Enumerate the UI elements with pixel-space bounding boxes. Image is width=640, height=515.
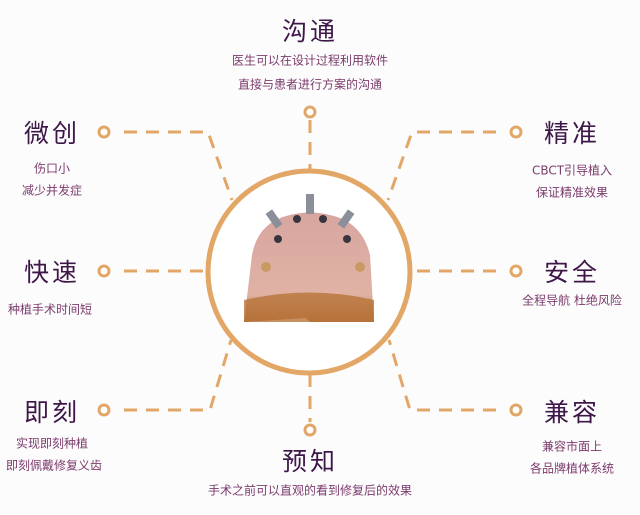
feature-desc: 兼容市面上: [541, 439, 603, 454]
dot-top: [303, 105, 317, 119]
dot-left3: [97, 403, 111, 417]
connector-right3: [387, 339, 496, 412]
feature-desc: 实现即刻种植: [15, 436, 89, 451]
feature-desc: 直接与患者进行方案的沟通: [237, 77, 383, 92]
feature-desc: 减少并发症: [21, 183, 83, 198]
connector-right1: [386, 130, 496, 201]
dot-left1: [97, 125, 111, 139]
feature-desc: 全程导航 杜绝风险: [522, 293, 622, 308]
dot-left2: [97, 264, 111, 278]
feature-desc: 即刻佩戴修复义齿: [5, 458, 103, 473]
dental-implant-guide-icon: [244, 194, 374, 322]
feature-desc: 保证精准效果: [535, 185, 609, 200]
dot-right1: [509, 125, 523, 139]
feature-title-fast: 快速: [23, 258, 81, 287]
connector-left3: [124, 339, 233, 412]
dot-right3: [509, 403, 523, 417]
feature-desc: CBCT引导植入: [531, 163, 613, 178]
feature-title-precision: 精准: [543, 119, 601, 148]
feature-title-communication: 沟通: [281, 17, 339, 46]
dot-right2: [509, 264, 523, 278]
dot-bottom: [303, 423, 317, 437]
connector-left1: [124, 130, 234, 201]
feature-desc: 各品牌植体系统: [529, 461, 615, 476]
feature-desc: 医生可以在设计过程利用软件: [231, 53, 389, 68]
feature-desc: 伤口小: [33, 161, 71, 176]
feature-desc: 种植手术时间短: [7, 302, 93, 317]
feature-title-minimally-invasive: 微创: [23, 119, 81, 148]
feature-desc: 手术之前可以直观的看到修复后的效果: [207, 483, 413, 498]
feature-title-predictability: 预知: [281, 447, 339, 476]
feature-title-safety: 安全: [543, 258, 601, 287]
feature-title-immediate: 即刻: [23, 398, 81, 427]
feature-title-compatibility: 兼容: [543, 398, 601, 427]
